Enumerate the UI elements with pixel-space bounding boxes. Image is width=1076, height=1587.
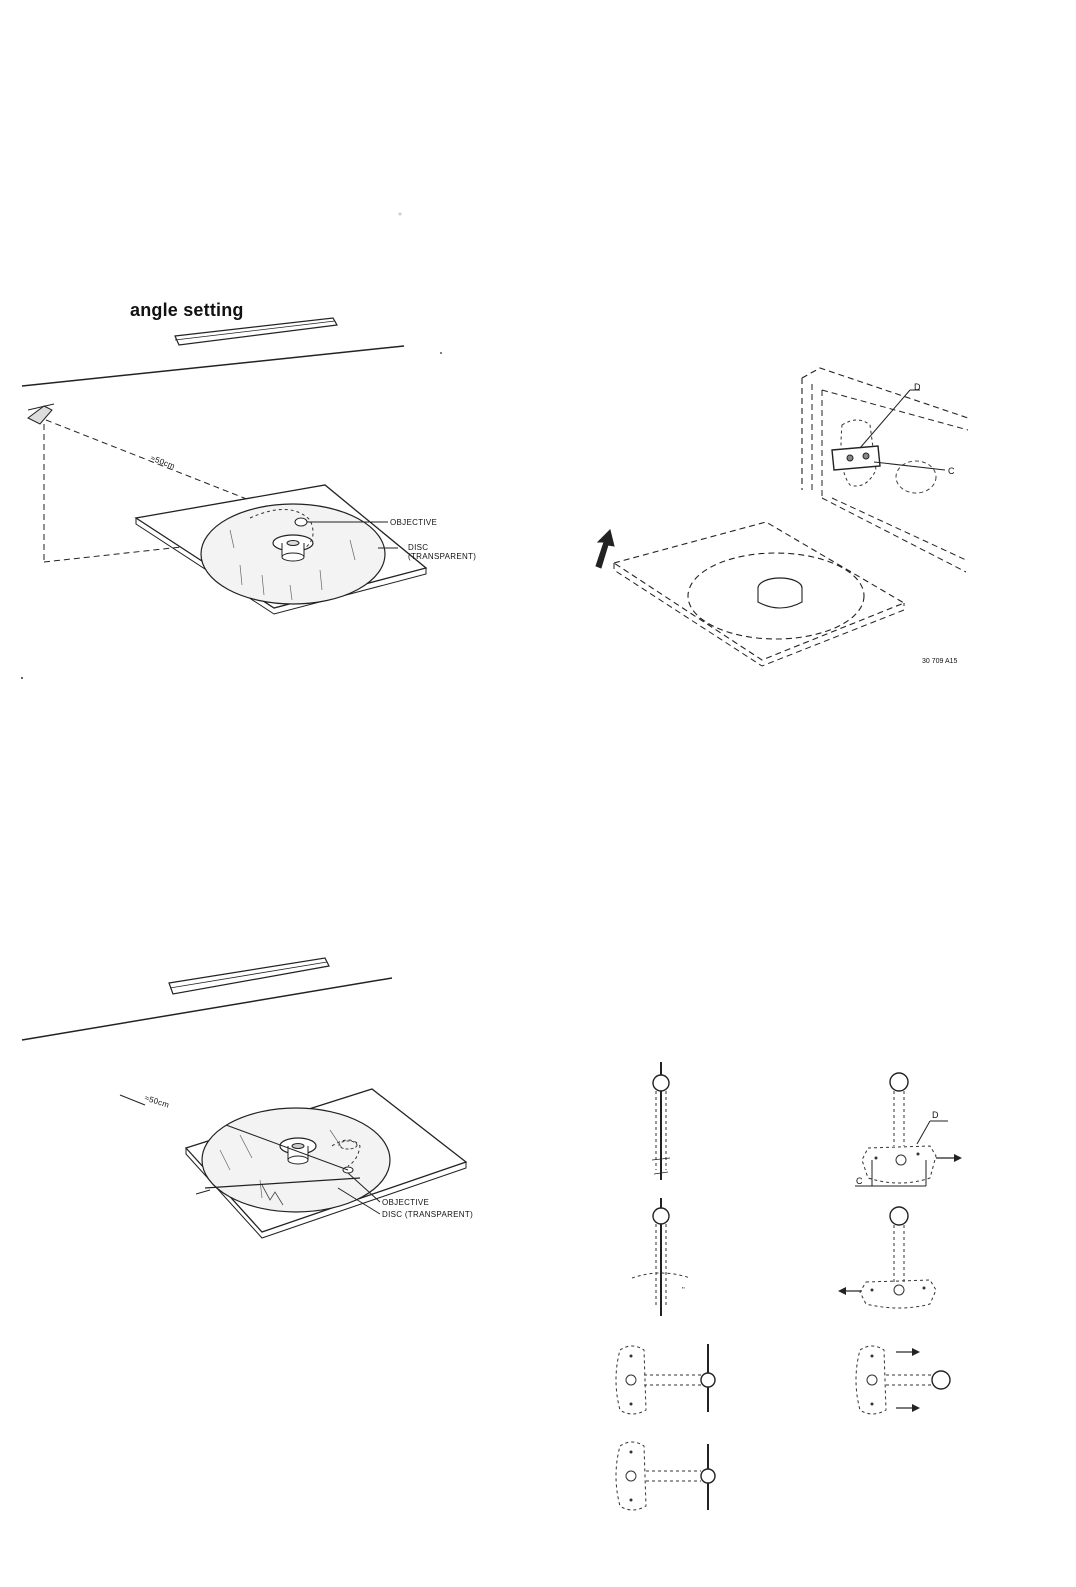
lamp-icon: [28, 404, 54, 424]
objective-label-3: OBJECTIVE: [382, 1198, 429, 1207]
objective-1: [295, 518, 307, 526]
disc-label-3: DISC (TRANSPARENT): [382, 1210, 473, 1219]
label-c-fig4: C: [856, 1176, 863, 1186]
bracket-d: [832, 420, 936, 493]
step-a-front-view: D C: [855, 1073, 962, 1186]
step-3-top-view: [616, 1344, 715, 1414]
step-2-side-view: '': [632, 1198, 690, 1316]
label-d-fig2: D: [914, 382, 921, 392]
light-bar-3: [169, 958, 329, 994]
step-4-top-view: [616, 1442, 715, 1510]
ceiling-line-1: [22, 346, 404, 386]
disc-label-1b: (TRANSPARENT): [408, 552, 476, 561]
turntable-plate-2: [614, 522, 904, 666]
distance-label-3: ≈50cm: [143, 1093, 170, 1109]
disc-label-1: DISC: [408, 543, 428, 552]
arrow-left-icon: [838, 1287, 846, 1295]
objective-label-1: OBJECTIVE: [390, 518, 437, 527]
svg-text:'': '': [682, 1287, 685, 1294]
step-b-front-view: [838, 1207, 936, 1308]
step-1-side-view: [652, 1062, 670, 1180]
label-c-fig2: C: [948, 466, 955, 476]
figure-4-adjustment-steps: '': [616, 1062, 962, 1510]
figure-number: 30 709 A15: [922, 658, 958, 665]
arrow-right-icon: [954, 1154, 962, 1162]
figure-1-angle-setting: ≈50cm: [22, 318, 476, 614]
light-bar-1: [175, 318, 337, 345]
lift-arrow-icon: [596, 530, 614, 568]
distance-label-1: ≈50cm: [149, 453, 176, 471]
label-d-fig4: D: [932, 1110, 939, 1120]
figure-3-angle-setting: ≈50cm: [22, 958, 473, 1238]
figure-2-bracket-view: D C 30 709 A15: [596, 368, 968, 666]
step-c-top-view: [856, 1346, 950, 1414]
